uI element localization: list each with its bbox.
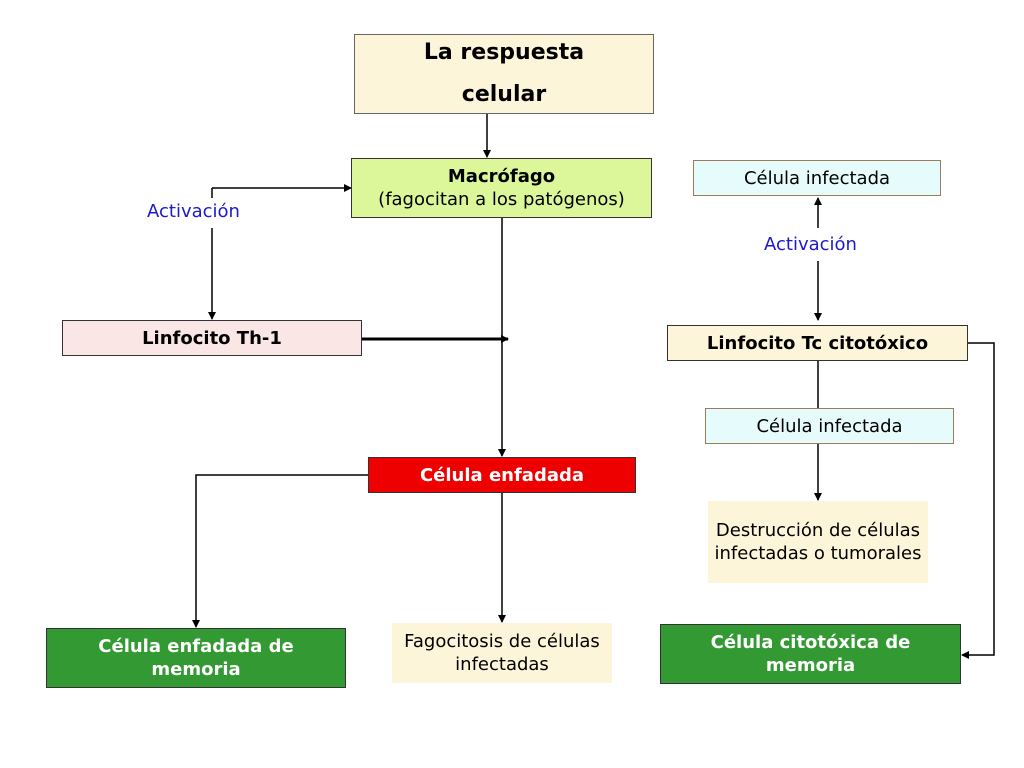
macrofago-box: Macrófago (fagocitan a los patógenos) <box>351 158 652 218</box>
title-line-1: La respuesta <box>423 40 585 65</box>
activacion-left-label: Activación <box>147 201 240 222</box>
arrow-tc-to-memoria <box>961 342 995 659</box>
fagocitosis-label: Fagocitosis de células infectadas <box>404 631 600 675</box>
linfocito-th1-box: Linfocito Th-1 <box>62 320 362 356</box>
celula-enfadada-box: Célula enfadada <box>368 457 636 493</box>
title-line-2: celular <box>461 82 547 107</box>
macrofago-title: Macrófago <box>447 166 556 187</box>
destruccion-label: Destrucción de células infectadas o tumo… <box>714 520 922 564</box>
celula-infectada-mid-label: Célula infectada <box>756 415 903 437</box>
celula-infectada-mid-box: Célula infectada <box>705 408 954 444</box>
macrofago-subtitle: (fagocitan a los patógenos) <box>378 189 625 210</box>
title-box: La respuesta celular <box>354 34 654 114</box>
celula-infectada-top-label: Célula infectada <box>743 167 891 189</box>
fagocitosis-box: Fagocitosis de células infectadas <box>392 623 612 683</box>
celula-infectada-top-box: Célula infectada <box>693 160 941 196</box>
celula-enfadada-memoria-label: Célula enfadada de memoria <box>98 636 294 680</box>
celula-enfadada-memoria-box: Célula enfadada de memoria <box>46 628 346 688</box>
destruccion-box: Destrucción de células infectadas o tumo… <box>708 501 928 583</box>
arrow-enfadada-to-memoria <box>192 474 368 628</box>
linfocito-tc-box: Linfocito Tc citotóxico <box>667 325 968 361</box>
celula-enfadada-label: Célula enfadada <box>419 464 585 486</box>
celula-citotoxica-memoria-box: Célula citotóxica de memoria <box>660 624 961 684</box>
linfocito-tc-label: Linfocito Tc citotóxico <box>706 332 929 354</box>
celula-citotoxica-memoria-label: Célula citotóxica de memoria <box>710 632 911 676</box>
activacion-right-label: Activación <box>764 234 857 255</box>
linfocito-th1-label: Linfocito Th-1 <box>142 327 282 349</box>
